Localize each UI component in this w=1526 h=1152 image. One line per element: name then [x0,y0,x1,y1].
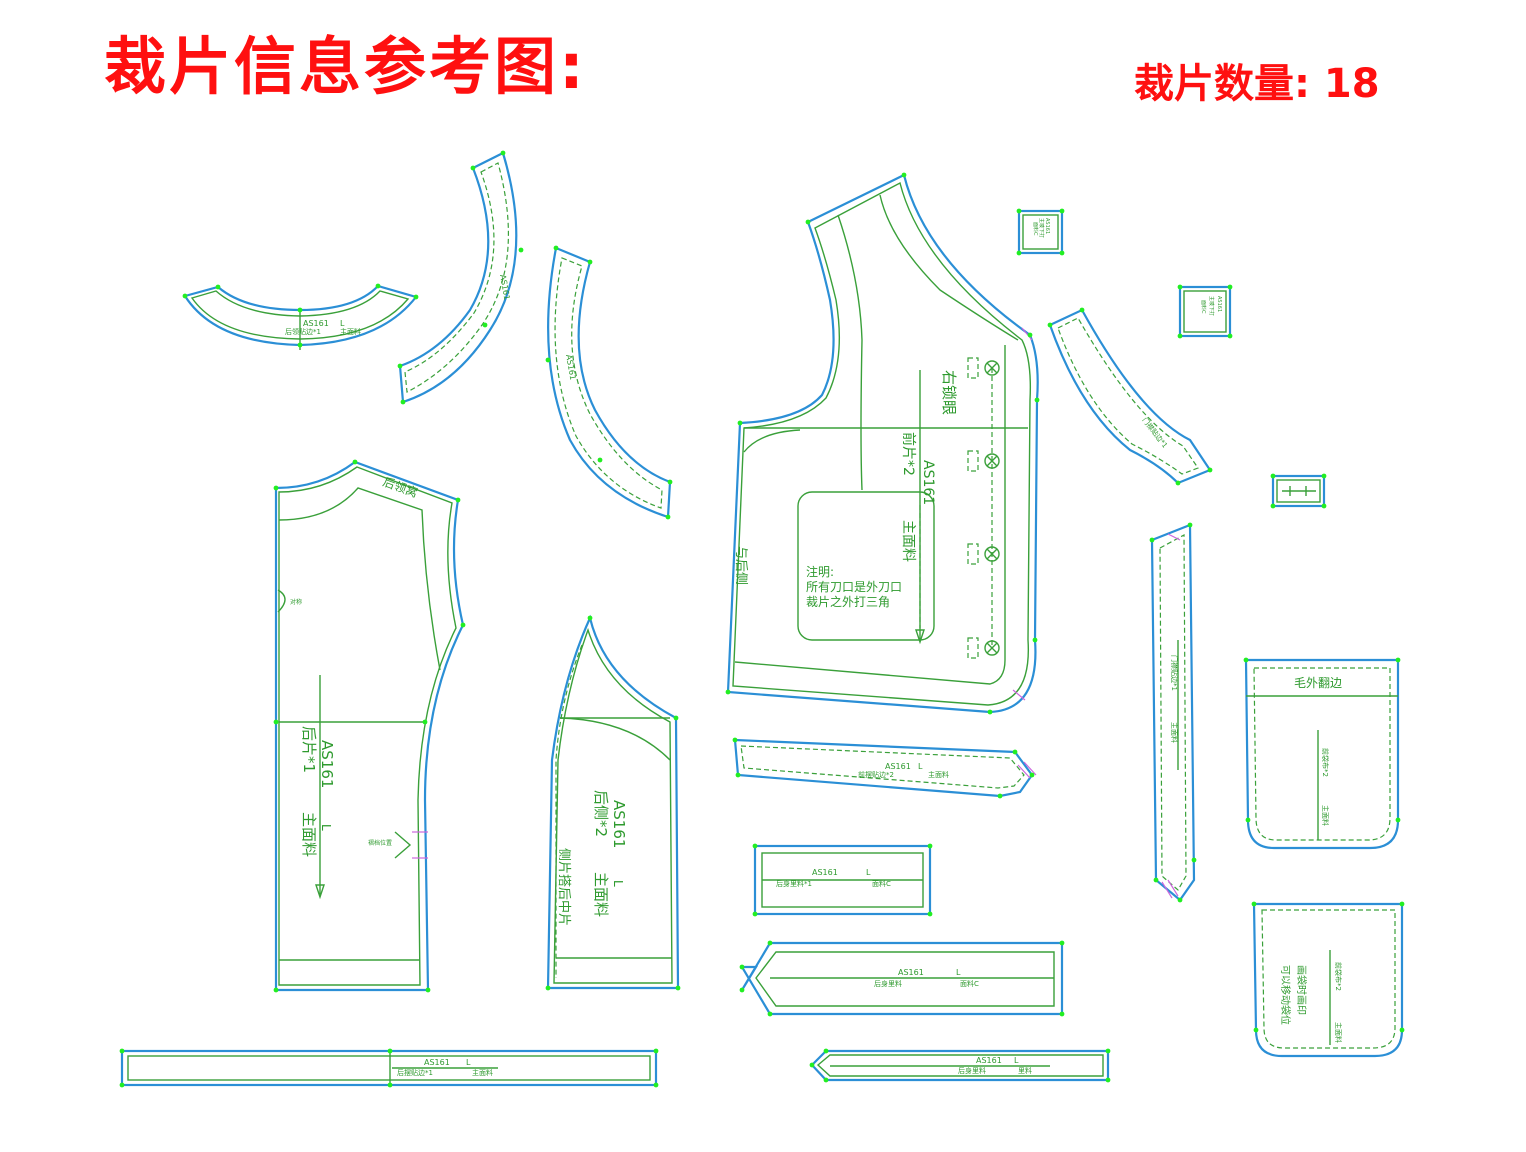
back-center-label: 对称 [290,598,302,606]
pocket-top-name-label: 前袋布*2 [1321,748,1330,777]
piece-pocket-top: 毛外翻边 前袋布*2 主面料 [1244,658,1400,850]
tag2-fabric: 面料C [1200,300,1207,314]
front-neck-facing-label: AS161 [498,274,511,301]
back-hem-style-label: AS161 [424,1058,450,1067]
belt-long-name-label: 后身里料 [874,979,902,988]
back-side-name-label: 后侧*2 [592,790,610,837]
tab-fabric-label: 里料 [1018,1066,1032,1075]
button-mark-1 [967,357,1000,379]
placket-name-label: 门襟贴边*1 [1170,655,1179,691]
back-hem-fabric-label: 主面料 [472,1068,493,1077]
back-size-label: L [319,824,333,831]
pocket-bottom-note1: 画袋时画印 [1295,965,1308,1015]
piece-back-side: 后侧*2 AS161 L 主面料 侧片搭后中片 [546,614,680,990]
piece-tab: AS161 L 后身里料 里料 [810,1049,1110,1082]
piece-belt-long: AS161 L 后身里料 面料C [740,941,1064,1016]
front-buttonhole-label: 右锁眼 [940,370,958,415]
piece-belt-small: AS161 L 后身里料*1 面料C [753,844,932,916]
pocket-bottom-fabric-label: 主面料 [1334,1022,1343,1043]
front-hem-fabric-label: 主面料 [928,770,949,779]
front-style-label: AS161 [920,460,936,505]
front-hem-size-label: L [918,762,923,771]
pocket-top-fabric-label: 主面料 [1321,805,1330,826]
pocket-bottom-note2: 可以移动袋位 [1279,965,1292,1025]
tag1-name: 主唛下打 [1038,218,1045,238]
notch-marks [1012,327,1181,899]
back-neck-fabric-label: 主面料 [340,327,361,336]
piece-armhole-facing: AS161 [547,246,672,519]
vertex-dots [119,150,1405,1088]
back-name-label: 后片*1 [300,726,318,773]
back-side-note-label: 侧片搭后中片 [556,848,572,926]
piece-placket: 门襟贴边*1 主面料 [1150,523,1196,902]
back-neck-style-label: AS161 [303,319,329,328]
back-neck-name-label: 后领贴边*1 [285,327,321,336]
tag1-style: AS161 [1044,218,1050,234]
belt-long-size-label: L [956,968,961,977]
belt-long-style-label: AS161 [898,968,924,977]
front-hem-name-label: 前摆贴边*2 [858,770,894,779]
page-title: 裁片信息参考图: [104,30,587,103]
piece-front-neck-facing: AS161 [398,151,518,404]
button-mark-2 [967,450,1000,472]
front-side-label: 与后侧 [733,546,748,585]
belt-small-fabric-label: 面料C [872,879,891,888]
front-note-line1: 所有刀口是外刀口 [806,580,902,594]
belt-small-style-label: AS161 [812,868,838,877]
pocket-bottom-name-label: 前袋布*2 [1334,962,1343,991]
tab-style-label: AS161 [976,1056,1002,1065]
piece-back-hem: AS161 L 后摆贴边*1 主面料 [120,1049,658,1087]
belt-small-name-label: 后身里料*1 [776,879,812,888]
back-side-style-label: AS161 [610,800,628,848]
back-side-size-label: L [611,880,625,887]
front-fabric-label: 主面料 [900,520,916,562]
armhole-facing-label: AS161 [564,354,577,381]
back-pleat-label: 褶档位置 [368,839,392,847]
back-style-label: AS161 [318,740,336,788]
front-note-line2: 裁片之外打三角 [806,595,890,609]
piece-back-neck-facing: AS161 L 后领贴边*1 主面料 [183,284,418,350]
armhole-strip-label: 门襟贴边*1 [1140,416,1169,450]
back-hem-size-label: L [466,1058,471,1067]
piece-front-hem: AS161 L 前摆贴边*2 主面料 [733,738,1034,798]
front-note-title: 注明: [806,564,834,579]
piece-tag-2: AS161 主唛下打 面料C [1178,285,1232,338]
front-name-label: 前片*2 [900,432,917,476]
button-mark-3 [967,543,1000,565]
tag2-style: AS161 [1216,296,1222,312]
belt-long-fabric-label: 面料C [960,979,979,988]
tag2-name: 主唛下打 [1208,296,1215,316]
back-hem-name-label: 后摆贴边*1 [397,1068,433,1077]
piece-pocket-bottom: 前袋布*2 主面料 画袋时画印 可以移动袋位 [1252,902,1404,1058]
belt-small-size-label: L [866,868,871,877]
pocket-top-flap-label: 毛外翻边 [1294,676,1342,690]
piece-tag-3 [1271,474,1326,508]
piece-count: 裁片数量: 18 [1134,61,1380,107]
placket-fabric-label: 主面料 [1170,722,1179,743]
tab-name-label: 后身里料 [958,1066,986,1075]
back-neck-size-label: L [340,319,345,328]
back-fabric-label: 主面料 [300,812,318,857]
piece-front-body: 右锁眼 前片*2 AS161 主面料 与后侧 注明: 所有刀口是外刀口 裁片之外… [726,173,1039,714]
tab-size-label: L [1014,1056,1019,1065]
front-hem-style-label: AS161 [885,762,911,771]
piece-back-body: 后领窝 对称 褶档位置 后片*1 AS161 L 主面料 [274,460,465,992]
back-side-fabric-label: 主面料 [592,872,610,917]
button-mark-4 [967,637,1000,659]
tag1-fabric: 面料C [1032,222,1039,236]
piece-tag-1: AS161 主唛下打 面料C [1017,209,1064,255]
